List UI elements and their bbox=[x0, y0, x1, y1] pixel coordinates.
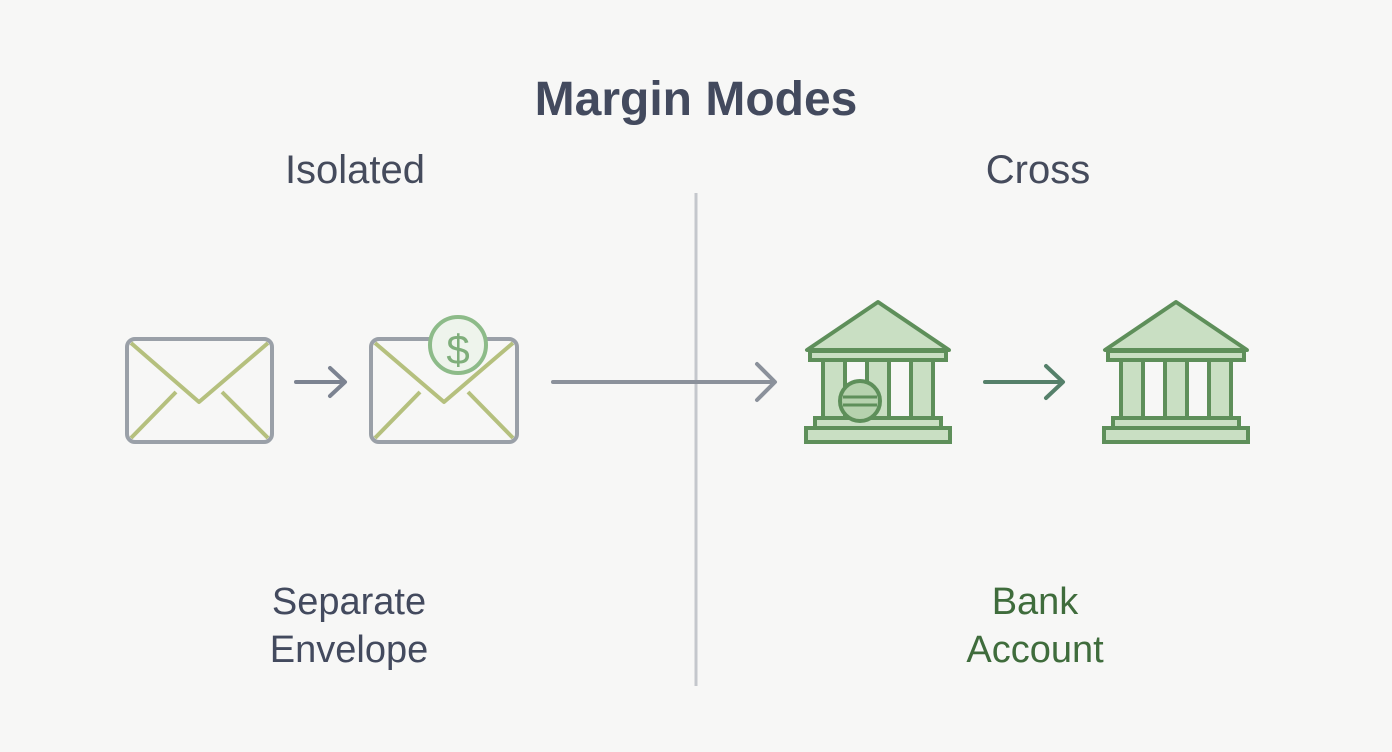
long-arrow-right-icon bbox=[551, 362, 777, 402]
isolated-caption: Separate Envelope bbox=[189, 578, 509, 674]
isolated-caption-line1: Separate bbox=[271, 581, 427, 623]
arrow-right-icon bbox=[983, 364, 1065, 400]
cross-caption: Bank Account bbox=[875, 578, 1195, 674]
bank-minus-icon bbox=[804, 300, 952, 444]
svg-text:$: $ bbox=[446, 326, 469, 373]
isolated-caption-line2: Envelope bbox=[269, 629, 429, 671]
arrow-right-icon bbox=[294, 366, 347, 398]
envelope-icon bbox=[125, 337, 274, 444]
isolated-heading: Isolated bbox=[284, 148, 426, 192]
cross-heading: Cross bbox=[985, 148, 1091, 192]
page-title: Margin Modes bbox=[534, 73, 858, 126]
bank-icon bbox=[1102, 300, 1250, 444]
cross-caption-line2: Account bbox=[966, 629, 1104, 671]
envelope-dollar-icon: $ bbox=[369, 315, 519, 444]
cross-caption-line1: Bank bbox=[991, 581, 1079, 623]
